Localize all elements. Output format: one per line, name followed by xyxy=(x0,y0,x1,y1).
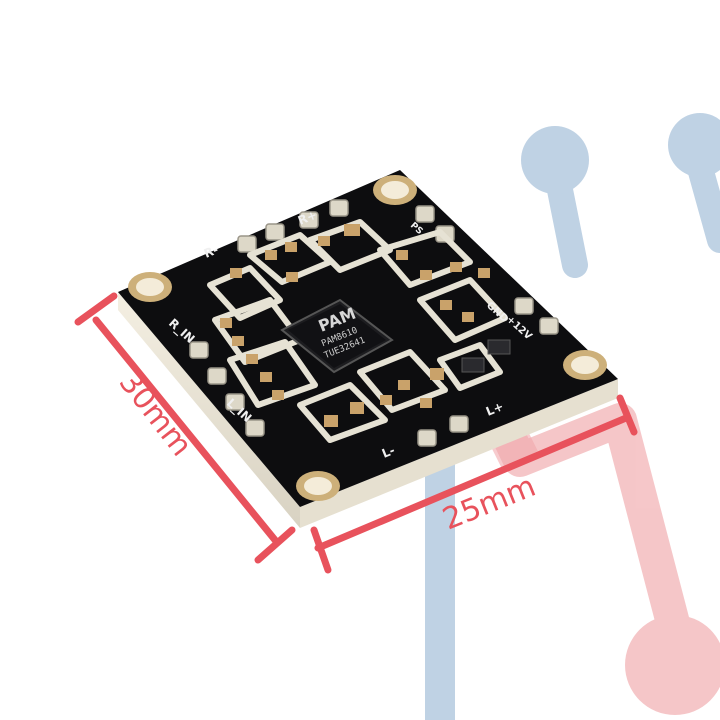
label-l-plus: L+ xyxy=(484,399,506,419)
label-r-minus: R- xyxy=(202,242,220,260)
mounting-hole xyxy=(563,350,607,380)
dimension-width xyxy=(310,394,638,574)
amplifier-chip xyxy=(280,298,394,374)
smd-components xyxy=(220,224,511,427)
traces xyxy=(207,219,508,443)
mounting-hole xyxy=(373,175,417,205)
solder-pads xyxy=(189,199,559,447)
mounting-hole xyxy=(128,272,172,302)
pcb-board xyxy=(118,170,618,528)
label-l-minus: L- xyxy=(380,443,397,461)
label-r-plus: R+ xyxy=(296,208,319,228)
mounting-hole xyxy=(296,471,340,501)
dimension-height xyxy=(74,292,296,564)
